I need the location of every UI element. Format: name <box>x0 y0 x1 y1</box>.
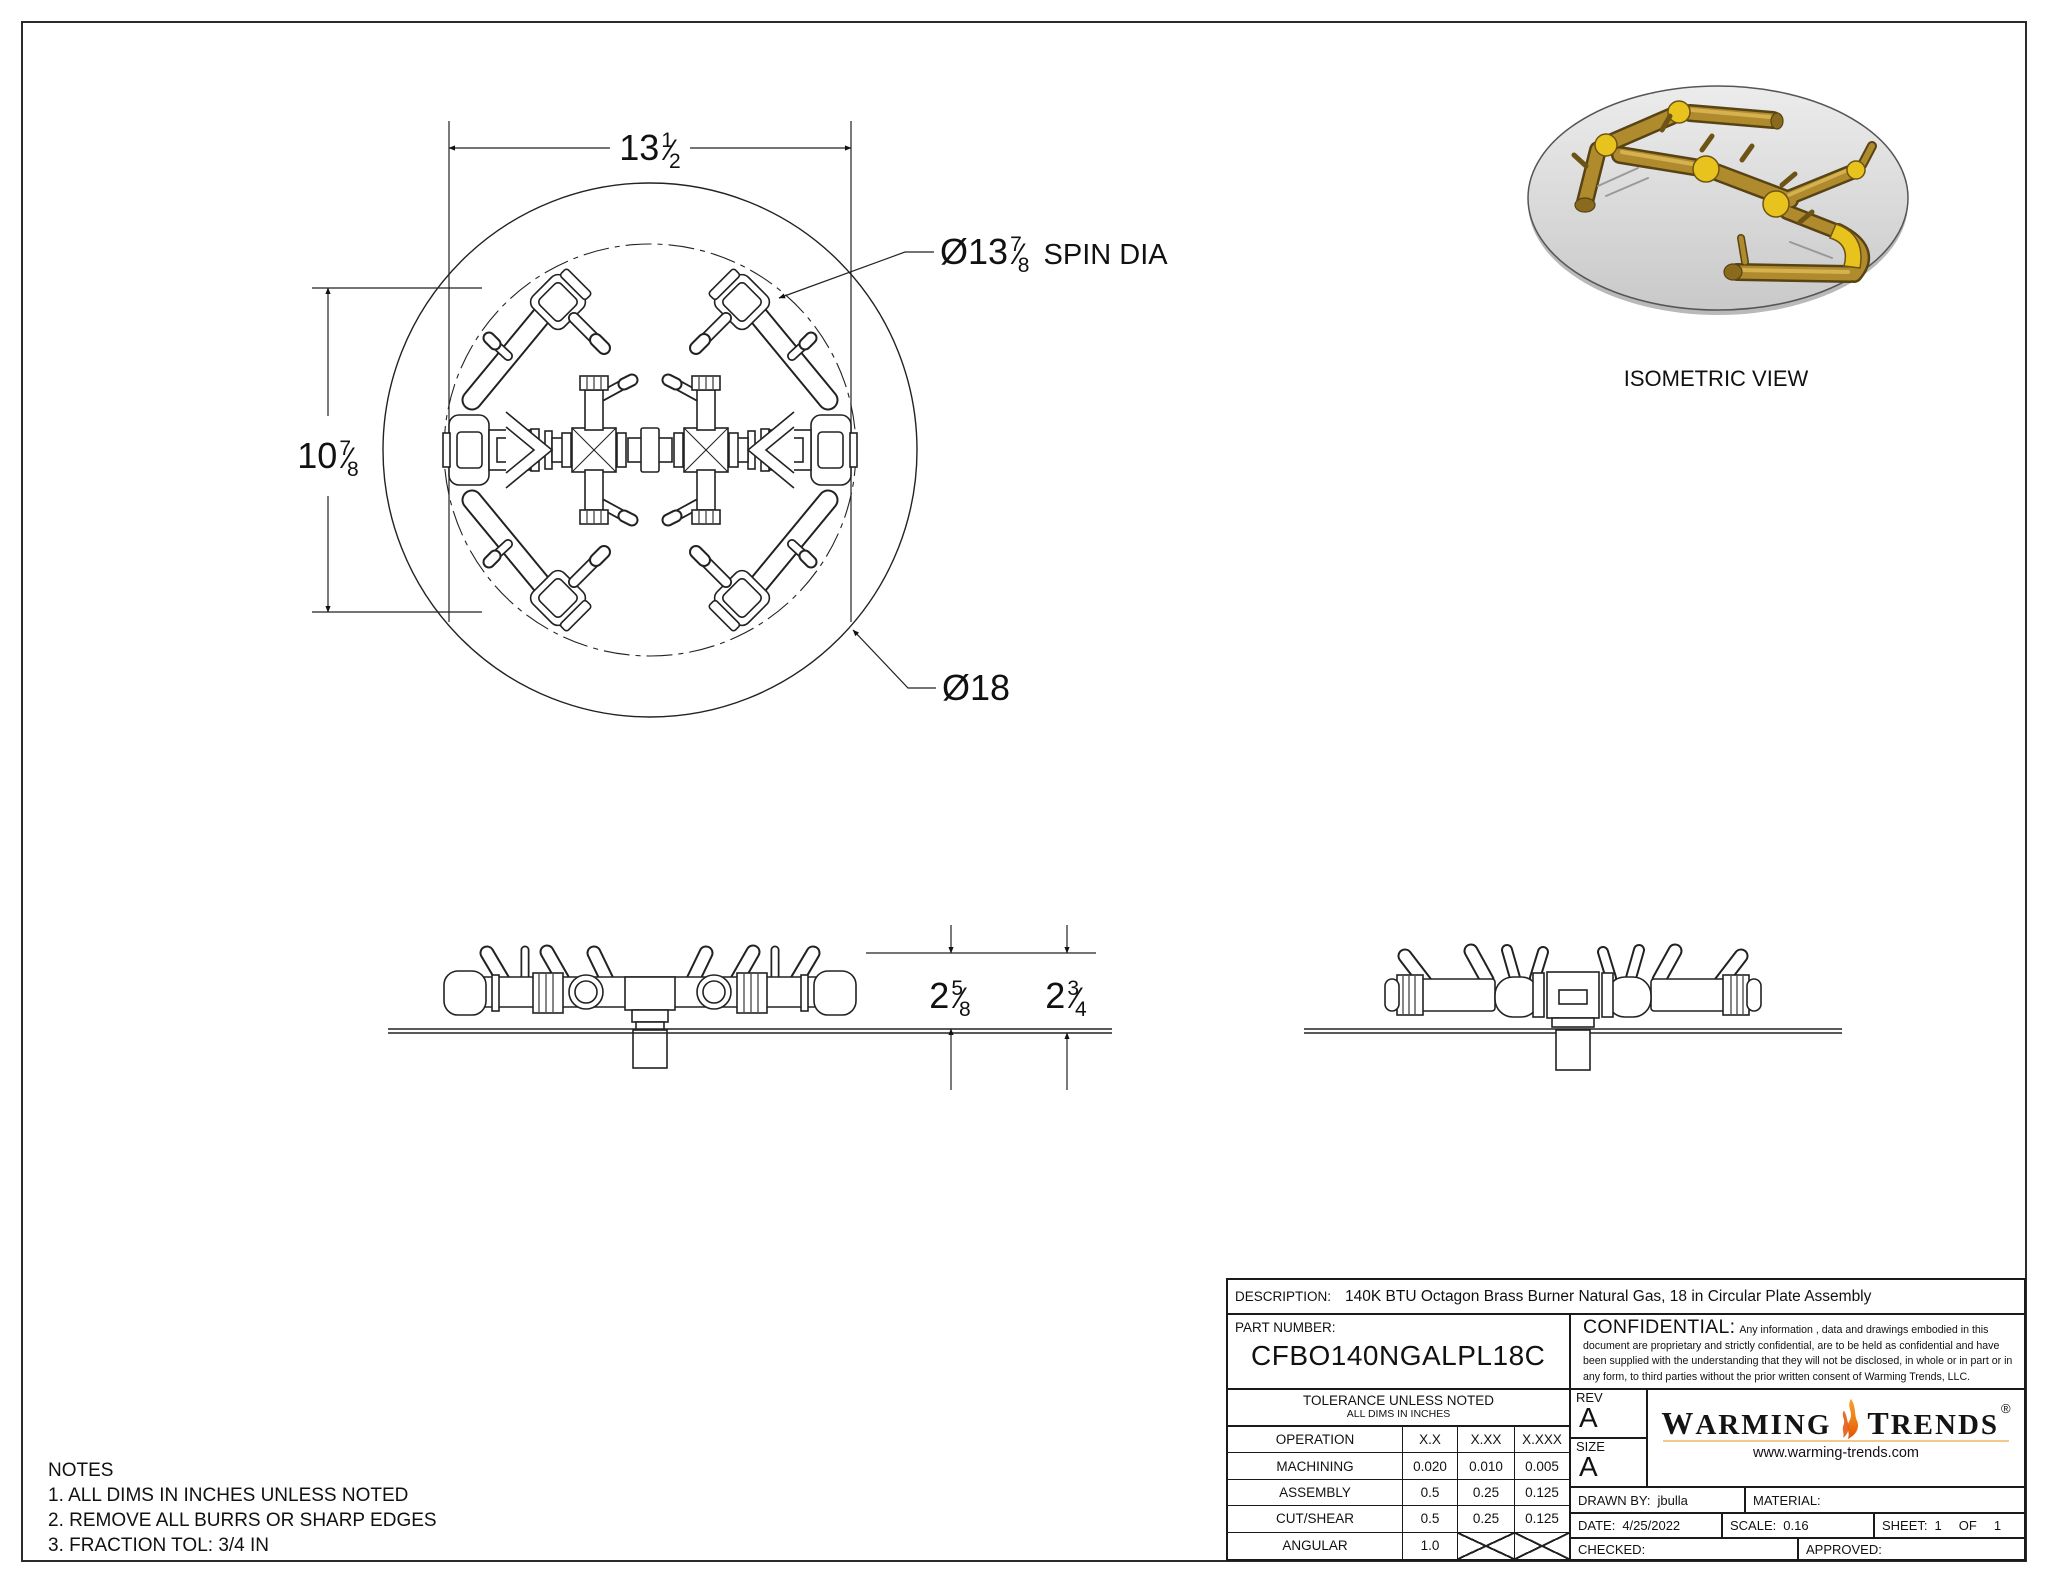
tolerance-table: OPERATION X.X X.XX X.XXX MACHINING 0.020… <box>1228 1427 1569 1559</box>
brand-word-trends: Trends <box>1867 1393 2000 1444</box>
dim-height-plate-top: 25⁄8 <box>929 975 970 1021</box>
size-cell: SIZE A <box>1571 1439 1646 1486</box>
tolerance-header: X.X <box>1403 1427 1458 1454</box>
tolerance-cell: 0.125 <box>1515 1506 1569 1533</box>
notes-title: NOTES <box>48 1460 114 1481</box>
description-row: DESCRIPTION: 140K BTU Octagon Brass Burn… <box>1228 1280 2024 1315</box>
tolerance-cell-crossed <box>1515 1532 1569 1559</box>
dim-outer-dia: Ø18 <box>942 667 1010 708</box>
isometric-view: ISOMETRIC VIEW <box>1527 85 1909 391</box>
size-label: SIZE <box>1576 1439 1605 1454</box>
sheet-of: OF <box>1958 1518 1977 1533</box>
part-number-value: CFBO140NGALPL18C <box>1251 1340 1546 1371</box>
tolerance-header: OPERATION <box>1228 1427 1403 1454</box>
tolerance-section: TOLERANCE UNLESS NOTED ALL DIMS IN INCHE… <box>1228 1390 1571 1559</box>
sheet-border <box>21 21 2027 1562</box>
date-cell: DATE: 4/25/2022 <box>1571 1514 1723 1537</box>
confidential-cell: CONFIDENTIAL:Any information , data and … <box>1571 1315 2024 1388</box>
top-view: 131⁄2 107⁄8 Ø137⁄8 SPIN DIA Ø18 <box>297 121 1168 718</box>
description-value: 140K BTU Octagon Brass Burner Natural Ga… <box>1345 1287 1872 1305</box>
dim-spin-dia: Ø137⁄8 SPIN DIA <box>940 231 1168 277</box>
date-value: 4/25/2022 <box>1622 1518 1681 1533</box>
approved-label: APPROVED: <box>1806 1541 1882 1557</box>
dim-height-plate-bottom: 23⁄4 <box>1045 975 1087 1021</box>
tolerance-cell: 0.125 <box>1515 1480 1569 1507</box>
rev-cell: REV A <box>1571 1390 1646 1439</box>
date-label: DATE: <box>1578 1518 1616 1533</box>
tolerance-cell: CUT/SHEAR <box>1228 1506 1403 1533</box>
note-item: 1. ALL DIMS IN INCHES UNLESS NOTED <box>48 1485 409 1506</box>
tolerance-cell-crossed <box>1458 1532 1515 1559</box>
confidential-text: Any information , data and drawings embo… <box>1583 1324 2013 1383</box>
burner-top-view <box>443 265 857 635</box>
tolerance-cell: 0.020 <box>1403 1453 1458 1480</box>
drawn-by-label: DRAWN BY: <box>1578 1492 1651 1508</box>
tolerance-cell: ANGULAR <box>1228 1532 1403 1559</box>
tolerance-cell: 0.005 <box>1515 1453 1569 1480</box>
checked-cell: CHECKED: <box>1571 1539 1799 1559</box>
size-value: A <box>1579 1451 1598 1482</box>
rev-label: REV <box>1576 1390 1603 1405</box>
note-item: 2. REMOVE ALL BURRS OR SHARP EDGES <box>48 1510 437 1531</box>
scale-cell: SCALE: 0.16 <box>1723 1514 1875 1537</box>
brand-logo: Warming Trends ® www.warming-trends.com <box>1648 1390 2024 1486</box>
side-view <box>1304 943 1842 1071</box>
dim-width: 131⁄2 <box>619 127 680 173</box>
tolerance-cell: 0.5 <box>1403 1479 1458 1507</box>
note-item: 3. FRACTION TOL: 3/4 IN <box>48 1535 270 1556</box>
tolerance-header: X.XX <box>1458 1427 1515 1454</box>
flame-icon <box>1843 1398 1859 1440</box>
title-block: DESCRIPTION: 140K BTU Octagon Brass Burn… <box>1226 1278 2026 1561</box>
rev-value: A <box>1579 1402 1598 1433</box>
confidential-label: CONFIDENTIAL: <box>1583 1316 1736 1338</box>
tolerance-subtitle: ALL DIMS IN INCHES <box>1346 1408 1451 1420</box>
brand-underline <box>1663 1440 2009 1442</box>
drawn-by-value: jbulla <box>1657 1492 1688 1508</box>
tolerance-cell: 0.5 <box>1403 1506 1458 1533</box>
brand-website: www.warming-trends.com <box>1753 1445 1919 1461</box>
tolerance-cell: ASSEMBLY <box>1228 1479 1403 1507</box>
material-cell: MATERIAL: <box>1746 1488 2024 1512</box>
tolerance-cell: 1.0 <box>1403 1532 1458 1559</box>
dim-height: 107⁄8 <box>297 435 358 481</box>
tolerance-cell: 0.25 <box>1458 1506 1515 1533</box>
checked-label: CHECKED: <box>1578 1541 1646 1557</box>
sheet-total: 1 <box>1993 1518 2002 1533</box>
sheet-num: 1 <box>1934 1518 1942 1533</box>
tolerance-cell: MACHINING <box>1228 1453 1403 1480</box>
material-label: MATERIAL: <box>1753 1492 1821 1508</box>
scale-label: SCALE: <box>1730 1518 1777 1533</box>
isometric-view-label: ISOMETRIC VIEW <box>1624 366 1809 391</box>
sheet-label: SHEET: <box>1882 1518 1928 1533</box>
tolerance-title: TOLERANCE UNLESS NOTED <box>1302 1393 1495 1408</box>
drawn-by-cell: DRAWN BY: jbulla <box>1571 1488 1746 1512</box>
description-label: DESCRIPTION: <box>1235 1289 1332 1304</box>
tolerance-cell: 0.010 <box>1458 1453 1515 1480</box>
notes-block: NOTES 1. ALL DIMS IN INCHES UNLESS NOTED… <box>48 1458 437 1558</box>
tolerance-header: X.XXX <box>1515 1427 1569 1454</box>
part-number-cell: PART NUMBER: CFBO140NGALPL18C <box>1228 1315 1571 1388</box>
brand-word-warming: Warming <box>1661 1393 1832 1444</box>
iso-burner <box>1571 100 1877 283</box>
approved-cell: APPROVED: <box>1799 1539 2024 1559</box>
scale-value: 0.16 <box>1783 1518 1809 1533</box>
registered-mark: ® <box>2001 1400 2011 1416</box>
sheet-cell: SHEET: 1 OF 1 <box>1875 1514 2024 1537</box>
front-view: 25⁄8 23⁄4 <box>388 925 1112 1090</box>
tolerance-cell: 0.25 <box>1458 1479 1515 1507</box>
part-number-label: PART NUMBER: <box>1235 1320 1336 1335</box>
